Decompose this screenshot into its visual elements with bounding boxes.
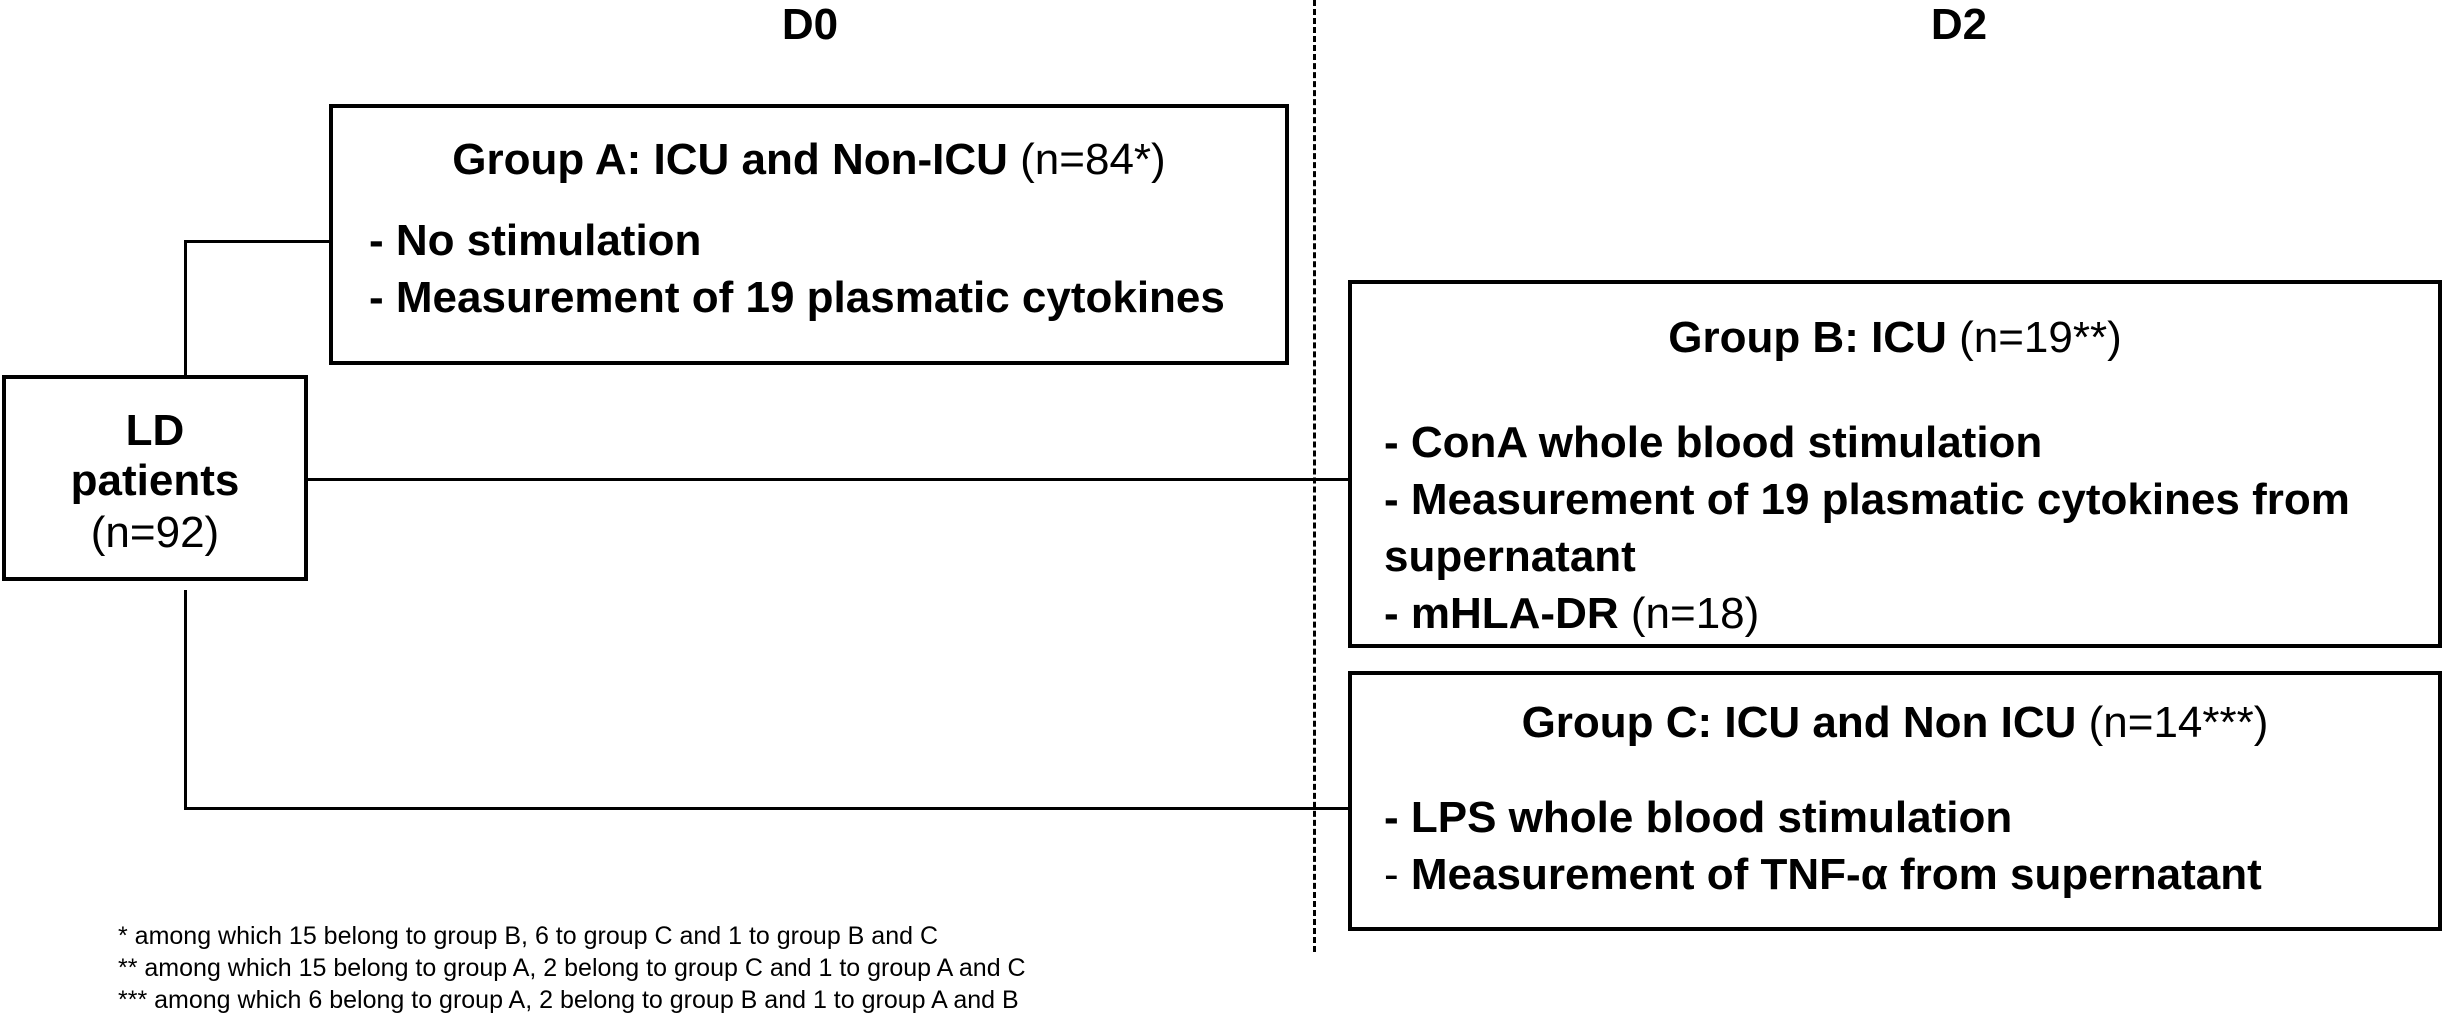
- group-a-count: (n=84*): [1020, 135, 1166, 184]
- group-c-item-2-dash: -: [1384, 850, 1411, 899]
- group-c-title-text: Group C: ICU and Non ICU: [1521, 698, 2077, 747]
- d0-header: D0: [781, 0, 839, 49]
- group-a-title: Group A: ICU and Non-ICU (n=84*): [333, 128, 1285, 192]
- group-b-count: (n=19**): [1959, 313, 2122, 362]
- group-b-title: Group B: ICU (n=19**): [1352, 306, 2438, 370]
- group-a-item-2: - Measurement of 19 plasmatic cytokines: [369, 273, 1225, 322]
- group-c-box: Group C: ICU and Non ICU (n=14***) - LPS…: [1348, 671, 2442, 931]
- patients-box: LD patients (n=92): [2, 375, 308, 581]
- footnote-2: ** among which 15 belong to group A, 2 b…: [118, 954, 1026, 982]
- group-a-box: Group A: ICU and Non-ICU (n=84*) - No st…: [329, 104, 1289, 365]
- group-c-item-1: - LPS whole blood stimulation: [1384, 793, 2013, 842]
- connector-to-group-b: [308, 478, 1350, 481]
- connector-vertical-bottom: [184, 590, 187, 810]
- group-b-item-3: - mHLA-DR (n=18): [1384, 585, 2438, 642]
- footnote-1: * among which 15 belong to group B, 6 to…: [118, 922, 938, 950]
- timepoint-divider: [1313, 0, 1316, 952]
- connector-vertical-top: [184, 240, 187, 375]
- group-b-item-2-cont: supernatant: [1384, 532, 1636, 581]
- group-c-item-2-text: Measurement of TNF-α from supernatant: [1410, 850, 2262, 899]
- group-c-item-2: - Measurement of TNF-α from supernatant: [1384, 846, 2438, 903]
- group-b-box: Group B: ICU (n=19**) - ConA whole blood…: [1348, 280, 2442, 648]
- connector-to-group-c: [184, 807, 1350, 810]
- group-b-title-text: Group B: ICU: [1668, 313, 1947, 362]
- patients-label-line2: patients: [70, 456, 240, 505]
- footnote-3: *** among which 6 belong to group A, 2 b…: [118, 986, 1019, 1014]
- group-b-item-3-text: - mHLA-DR: [1384, 589, 1619, 638]
- group-a-title-text: Group A: ICU and Non-ICU: [452, 135, 1008, 184]
- patients-label-line1: LD: [125, 406, 185, 455]
- group-b-item-3-count: (n=18): [1630, 589, 1760, 638]
- group-b-item-1: - ConA whole blood stimulation: [1384, 418, 2043, 467]
- connector-to-group-a: [184, 240, 329, 243]
- group-b-item-2: - Measurement of 19 plasmatic cytokines …: [1384, 475, 2350, 524]
- group-c-count: (n=14***): [2088, 698, 2269, 747]
- group-a-item-1: - No stimulation: [369, 216, 702, 265]
- group-c-title: Group C: ICU and Non ICU (n=14***): [1352, 693, 2438, 753]
- patients-count: (n=92): [90, 508, 220, 557]
- d2-header: D2: [1930, 0, 1988, 49]
